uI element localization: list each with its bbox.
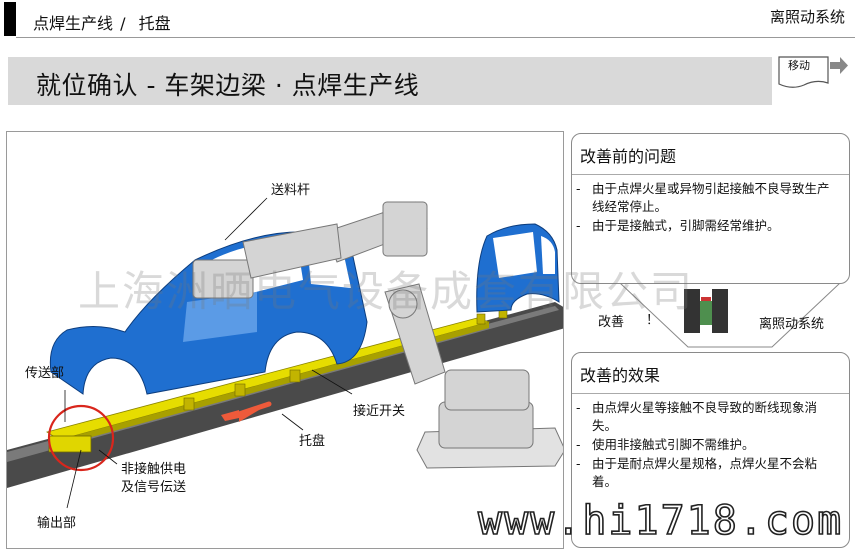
- system-name: 离照动系统: [769, 8, 845, 26]
- list-item: -由于是耐点焊火星规格，点焊火星不会粘着。: [576, 456, 818, 489]
- panel-before-heading: 改善前的问题: [580, 147, 677, 166]
- panel-before-list: -由于点焊火星或异物引起接触不良导致生产线经常停止。 -由于是接触式，引脚需经常…: [576, 180, 839, 235]
- highlight-circle: [47, 404, 115, 472]
- header-divider: [16, 37, 855, 38]
- label-contactless-line1: 非接触供电: [121, 462, 187, 477]
- exclaim-mark: ！: [646, 313, 660, 328]
- breadcrumb-separator: /: [120, 14, 126, 33]
- line-illustration: 送料杆 传送部 接近开关 托盘 非接触供电 及信号伝送 输出部: [6, 131, 564, 549]
- breadcrumb-item-line[interactable]: 点焊生产线: [33, 14, 114, 33]
- arrow-right-icon: [778, 56, 848, 88]
- list-item: -使用非接触式引脚不需维护。: [576, 437, 755, 452]
- callout-lines: [64, 197, 353, 509]
- panel-after-divider: [572, 393, 849, 394]
- sensor-device-icon: [684, 289, 728, 333]
- improve-label: 改善: [598, 315, 625, 330]
- panel-connector: [619, 283, 841, 348]
- label-proximity-switch: 接近开关: [353, 404, 406, 419]
- move-button[interactable]: 移动: [776, 53, 850, 91]
- pallet-brackets: [183, 307, 508, 411]
- scene-drawing: [7, 197, 563, 509]
- label-feed-bar: 送料杆: [271, 183, 311, 198]
- breadcrumb-item-tray[interactable]: 托盘: [138, 14, 171, 33]
- label-tray: 托盘: [299, 434, 326, 449]
- list-item: -由点焊火星等接触不良导致的断线现象消失。: [576, 400, 818, 433]
- welding-robot: [192, 201, 563, 469]
- move-button-label: 移动: [788, 59, 810, 72]
- output-block: [48, 435, 92, 453]
- title-banner: 就位确认 - 车架边梁 · 点焊生产线: [8, 57, 772, 105]
- page-title: 就位确认 - 车架边梁 · 点焊生产线: [36, 71, 420, 100]
- list-item: -由于是接触式，引脚需经常维护。: [576, 218, 780, 233]
- panel-before-divider: [572, 174, 849, 175]
- breadcrumb: 点焊生产线 / 托盘: [33, 10, 171, 34]
- panel-before-problems: 改善前的问题 -由于点焊火星或异物引起接触不良导致生产线经常停止。 -由于是接触…: [571, 133, 850, 284]
- label-transfer: 传送部: [25, 366, 65, 381]
- header-accent-bar: [4, 2, 16, 36]
- panel-after-effects: 改善的效果 -由点焊火星等接触不良导致的断线现象消失。 -使用非接触式引脚不需维…: [571, 352, 850, 548]
- system-label-mid: 离照动系统: [759, 317, 825, 332]
- panel-after-list: -由点焊火星等接触不良导致的断线现象消失。 -使用非接触式引脚不需维护。 -由于…: [576, 399, 839, 491]
- label-contactless-line2: 及信号伝送: [121, 480, 187, 495]
- label-output: 输出部: [37, 516, 77, 531]
- car-body-second: [476, 223, 560, 313]
- list-item: -由于点焊火星或异物引起接触不良导致生产线经常停止。: [576, 181, 830, 214]
- panel-after-heading: 改善的效果: [580, 366, 661, 385]
